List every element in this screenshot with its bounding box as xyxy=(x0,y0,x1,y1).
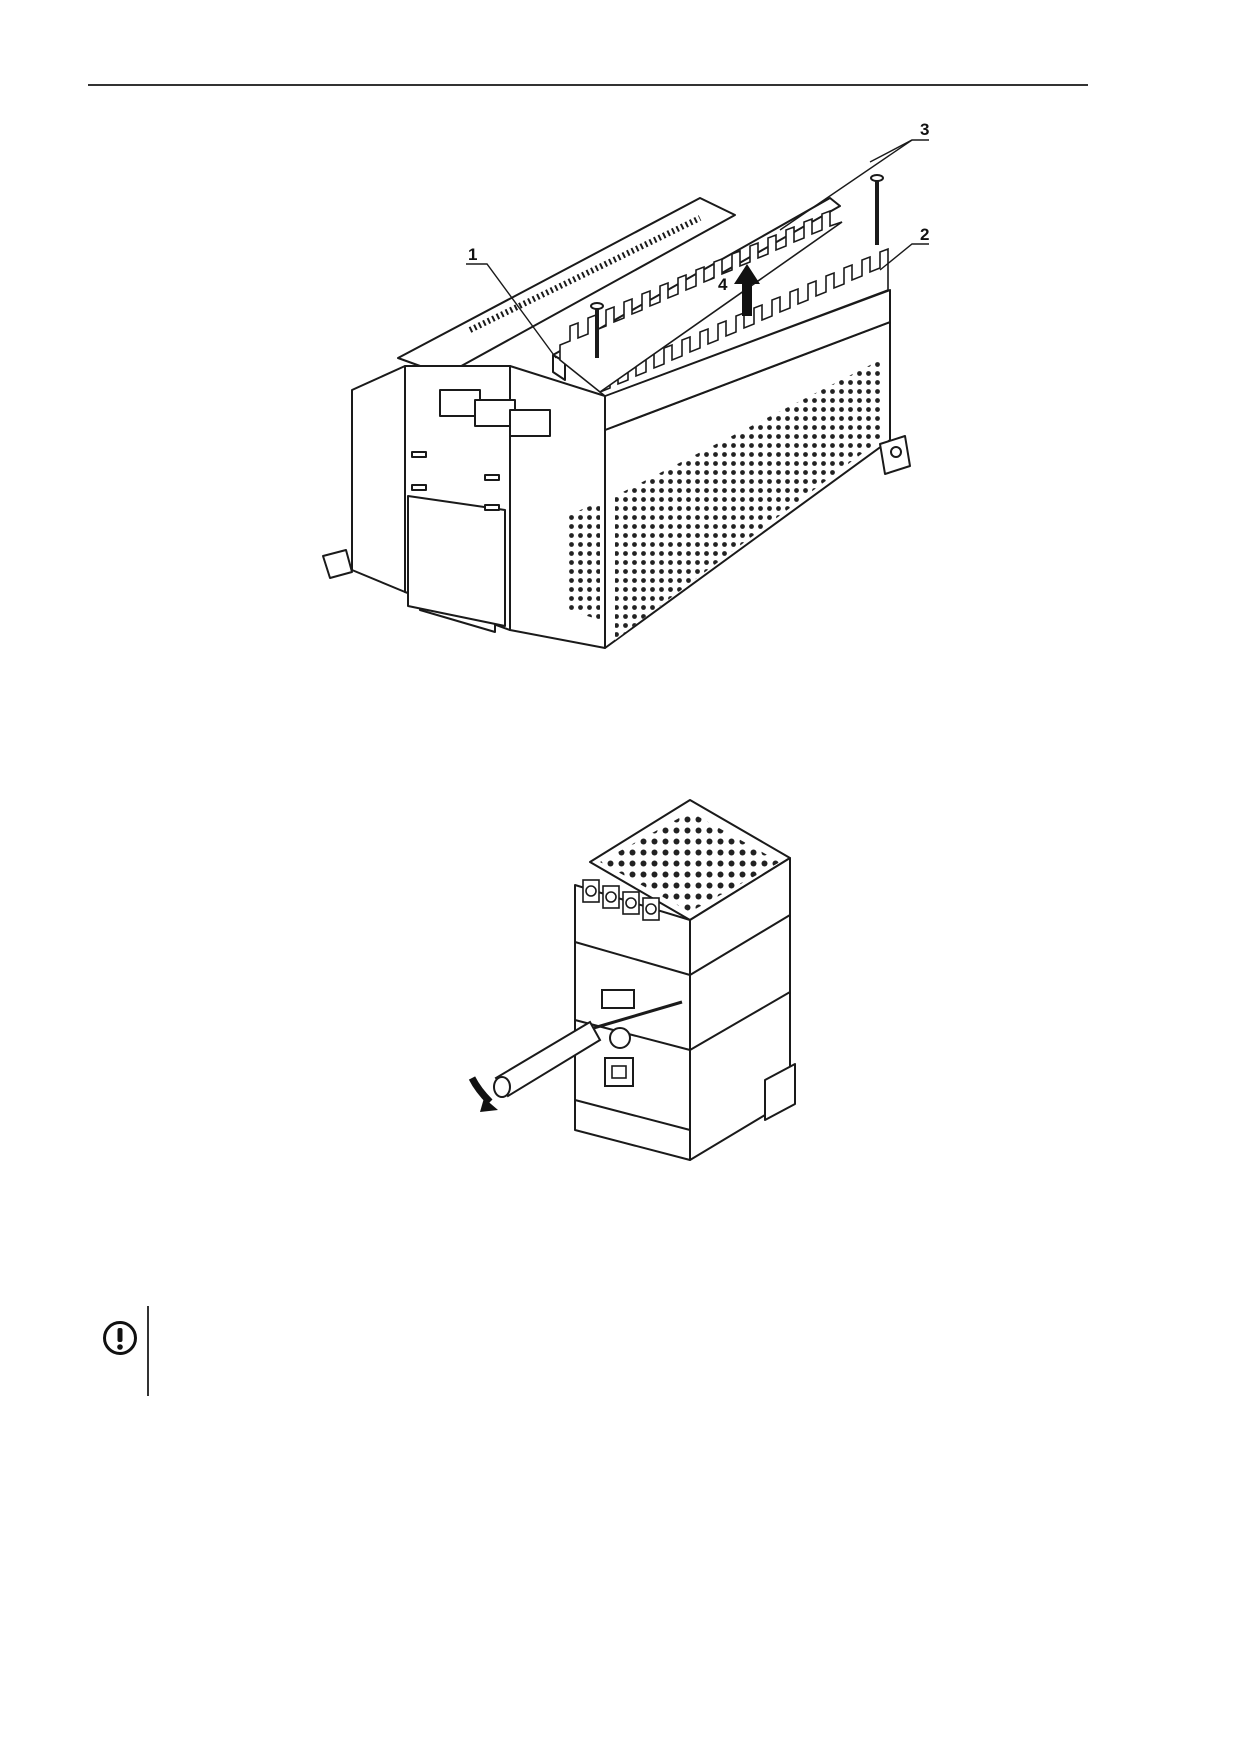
screw-right xyxy=(870,174,884,245)
note-block xyxy=(96,1306,156,1396)
header-rule xyxy=(88,84,1088,86)
lift-arrow-icon xyxy=(734,264,760,316)
callout-4: 4 xyxy=(718,275,728,294)
screw-left xyxy=(590,302,604,358)
callout-3: 3 xyxy=(920,120,929,139)
rotate-arrow-icon xyxy=(468,1076,493,1105)
port-round xyxy=(609,1027,631,1049)
callout-2: 2 xyxy=(920,225,929,244)
note-bar xyxy=(147,1306,149,1396)
module-vent-holes xyxy=(600,812,780,912)
callout-leaders xyxy=(466,139,929,359)
figure-2-module-screwdriver xyxy=(468,799,796,1161)
port-usb xyxy=(604,1057,634,1087)
port-hdmi xyxy=(601,989,635,1009)
exclamation-circle-icon xyxy=(103,1321,137,1355)
callout-1: 1 xyxy=(468,245,477,264)
vent-holes-front xyxy=(568,502,600,620)
vent-holes-side xyxy=(615,360,880,640)
screwdriver-icon xyxy=(493,1000,683,1098)
terminal-block xyxy=(559,209,889,397)
